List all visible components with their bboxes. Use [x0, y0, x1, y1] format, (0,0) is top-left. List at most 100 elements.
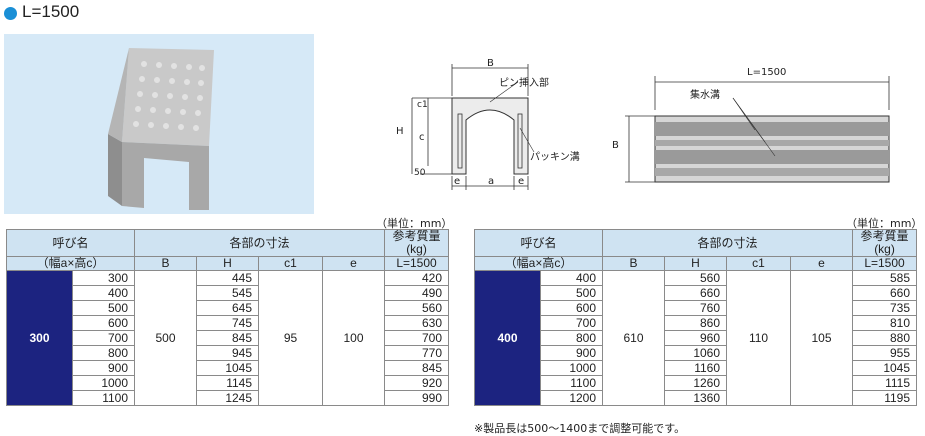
- header-e: e: [790, 256, 854, 271]
- cell-e: 100: [322, 270, 386, 406]
- cell-B: 500: [134, 270, 198, 406]
- cell-c: 800: [71, 345, 136, 361]
- header-H: H: [664, 256, 728, 271]
- cell-c1: 95: [258, 270, 324, 406]
- dim-c1-label: c1: [417, 100, 428, 110]
- cell-H: 1160: [664, 360, 728, 376]
- cell-kg: 420: [384, 270, 450, 286]
- header-name-sub: （幅a×高c）: [473, 256, 604, 271]
- cell-c: 1100: [71, 390, 136, 406]
- group-label: 400: [474, 270, 541, 406]
- header-B: B: [134, 256, 198, 271]
- cell-kg: 490: [384, 285, 450, 301]
- cell-kg: 1195: [852, 390, 918, 406]
- cell-c: 700: [71, 330, 136, 346]
- cell-c: 1000: [71, 375, 136, 391]
- cell-c: 400: [71, 285, 136, 301]
- header-H: H: [196, 256, 260, 271]
- cell-kg: 990: [384, 390, 450, 406]
- cell-H: 845: [196, 330, 260, 346]
- cell-kg: 1045: [852, 360, 918, 376]
- title-bullet-icon: [4, 7, 17, 20]
- cell-kg: 700: [384, 330, 450, 346]
- cell-H: 445: [196, 270, 260, 286]
- cell-c: 800: [539, 330, 604, 346]
- header-name: 呼び名: [473, 229, 604, 257]
- cell-kg: 770: [384, 345, 450, 361]
- cell-H: 545: [196, 285, 260, 301]
- page-title: L=1500: [22, 2, 80, 21]
- header-e: e: [322, 256, 386, 271]
- cell-c: 900: [71, 360, 136, 376]
- cell-H: 960: [664, 330, 728, 346]
- header-dims: 各部の寸法: [602, 229, 854, 257]
- header-B: B: [602, 256, 666, 271]
- dim-c-label: c: [419, 132, 425, 143]
- cell-kg: 630: [384, 315, 450, 331]
- cell-H: 1045: [196, 360, 260, 376]
- cell-c: 700: [539, 315, 604, 331]
- cell-c: 1000: [539, 360, 604, 376]
- spec-table-300: 呼び名 各部の寸法 参考質量(kg) （幅a×高c） B H c1 e L=15…: [5, 229, 450, 406]
- cell-kg: 660: [852, 285, 918, 301]
- cell-H: 1060: [664, 345, 728, 361]
- concrete-flume-image: [108, 48, 214, 210]
- cell-H: 1260: [664, 375, 728, 391]
- dim-H-label: H: [396, 126, 404, 137]
- cell-H: 660: [664, 285, 728, 301]
- cell-kg: 735: [852, 300, 918, 316]
- cell-H: 1145: [196, 375, 260, 391]
- header-name: 呼び名: [5, 229, 136, 257]
- header-c1: c1: [258, 256, 324, 271]
- header-dims: 各部の寸法: [134, 229, 386, 257]
- side-length-label: L=1500: [747, 67, 787, 78]
- pin-insert-label: ピン挿入部: [499, 78, 549, 89]
- footnote: ※製品長は500～1400まで調整可能です。: [474, 422, 686, 435]
- cell-B: 610: [602, 270, 666, 406]
- cell-c: 300: [71, 270, 136, 286]
- cell-c: 500: [71, 300, 136, 316]
- dim-e-left-label: e: [454, 176, 461, 187]
- cell-H: 1245: [196, 390, 260, 406]
- cell-c: 600: [71, 315, 136, 331]
- cell-H: 945: [196, 345, 260, 361]
- dim-50-label: 50: [414, 168, 426, 178]
- side-B-label: B: [612, 140, 619, 151]
- cell-c: 900: [539, 345, 604, 361]
- cell-kg: 955: [852, 345, 918, 361]
- cell-kg: 880: [852, 330, 918, 346]
- dim-e-right-label: e: [518, 176, 525, 187]
- table-300-unit: （単位：mm）: [376, 217, 453, 230]
- cell-c: 600: [539, 300, 604, 316]
- header-L: L=1500: [384, 256, 450, 271]
- table-400-unit: （単位：mm）: [846, 217, 923, 230]
- packing-groove-label: パッキン溝: [530, 152, 580, 163]
- cell-kg: 560: [384, 300, 450, 316]
- header-L: L=1500: [852, 256, 918, 271]
- group-label: 300: [6, 270, 73, 406]
- side-view-drawing: [625, 76, 890, 183]
- spec-table-400: 呼び名 各部の寸法 参考質量(kg) （幅a×高c） B H c1 e L=15…: [473, 229, 918, 406]
- header-name-sub: （幅a×高c）: [5, 256, 136, 271]
- front-view-drawing: [411, 64, 535, 190]
- header-c1: c1: [726, 256, 792, 271]
- cell-c: 400: [539, 270, 604, 286]
- cell-kg: 845: [384, 360, 450, 376]
- header-weight: 参考質量(kg): [384, 229, 450, 257]
- cell-kg: 585: [852, 270, 918, 286]
- cell-H: 760: [664, 300, 728, 316]
- cell-H: 745: [196, 315, 260, 331]
- cell-c1: 110: [726, 270, 792, 406]
- cell-H: 560: [664, 270, 728, 286]
- cell-kg: 920: [384, 375, 450, 391]
- dim-a-label: a: [488, 176, 495, 187]
- cell-e: 105: [790, 270, 854, 406]
- cell-H: 860: [664, 315, 728, 331]
- cell-kg: 1115: [852, 375, 918, 391]
- header-weight: 参考質量(kg): [852, 229, 918, 257]
- cell-kg: 810: [852, 315, 918, 331]
- drain-channel-label: 集水溝: [690, 90, 720, 101]
- cell-c: 500: [539, 285, 604, 301]
- product-photo: [4, 34, 314, 214]
- cell-c: 1200: [539, 390, 604, 406]
